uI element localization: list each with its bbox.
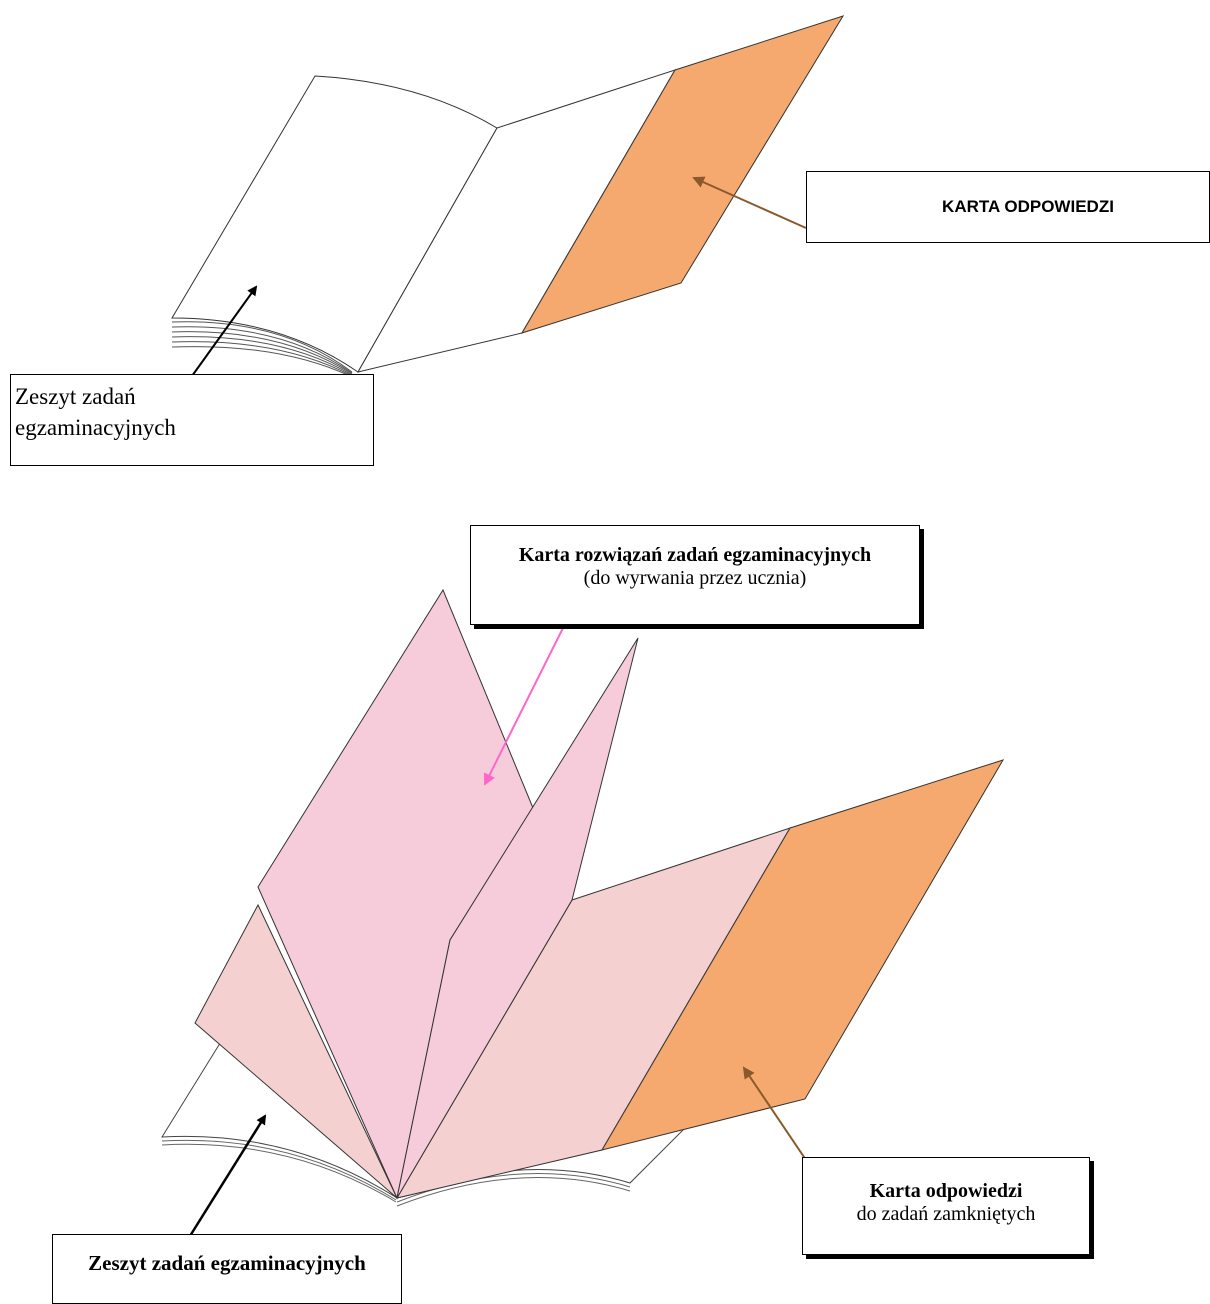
- booklet-label-bottom: Zeszyt zadań egzaminacyjnych: [88, 1251, 366, 1275]
- bottom-booklet: [161, 588, 1005, 1237]
- solutions-card-front-panel: [396, 637, 639, 1199]
- bottom-page-stack: [161, 1139, 631, 1207]
- solutions-card-note: (do wyrwania przez ucznia): [583, 567, 807, 589]
- bottom-booklet-arrow: [188, 1114, 267, 1237]
- booklet-label-box-top: Zeszyt zadań egzaminacyjnych: [10, 374, 374, 466]
- booklet-label-line1: Zeszyt zadań: [15, 384, 136, 409]
- booklet-label-line2: egzaminacyjnych: [15, 415, 176, 440]
- bottom-left-pink-page: [194, 903, 398, 1199]
- top-booklet-arrow: [191, 285, 258, 377]
- answer-card-label-box: KARTA ODPOWIEDZI: [806, 171, 1210, 243]
- answer-card-label-box-bottom: Karta odpowiedzi do zadań zamkniętych: [802, 1157, 1090, 1255]
- bottom-booklet-base-left: [161, 1039, 398, 1199]
- solutions-card-arrow: [484, 623, 566, 786]
- top-page-stack: [171, 321, 353, 378]
- solutions-card-label-box: Karta rozwiązań zadań egzaminacyjnych (d…: [470, 525, 920, 625]
- top-booklet: [171, 15, 845, 378]
- answer-card-label: KARTA ODPOWIEDZI: [942, 197, 1114, 216]
- bottom-answer-card-arrow: [742, 1066, 807, 1161]
- bottom-answer-card: [600, 759, 1005, 1151]
- solutions-card-title: Karta rozwiązań zadań egzaminacyjnych: [518, 544, 872, 566]
- answer-card-note: do zadań zamkniętych: [856, 1203, 1036, 1225]
- answer-card-title: Karta odpowiedzi: [869, 1180, 1023, 1202]
- booklet-label-box-bottom: Zeszyt zadań egzaminacyjnych: [52, 1234, 402, 1304]
- bottom-perforation-line: [601, 827, 791, 1151]
- top-perforation-line: [521, 69, 676, 334]
- top-answer-card-arrow: [692, 176, 807, 229]
